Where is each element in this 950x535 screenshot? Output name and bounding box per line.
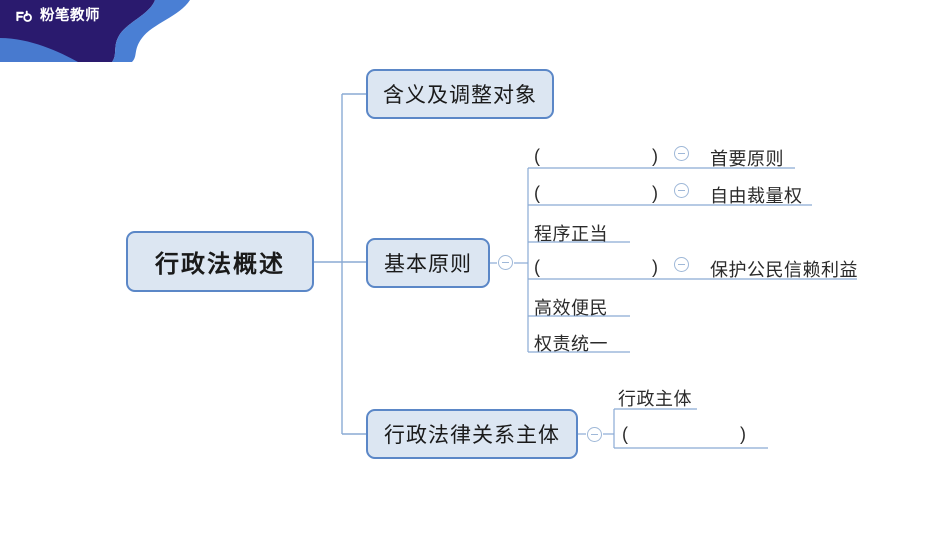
toggle-basic-principles[interactable]: [498, 255, 513, 270]
root-node-label: 行政法概述: [155, 251, 285, 278]
branch-node-basic-principles[interactable]: 基本原则: [366, 238, 490, 288]
leaf-blank-3-close: ): [652, 257, 658, 277]
brand-lockup: 粉笔教师: [14, 4, 100, 28]
branch-node-basic-principles-label: 基本原则: [384, 253, 472, 276]
leaf-due-process-label: 程序正当: [534, 224, 608, 244]
leaf-blank-2[interactable]: (): [534, 183, 658, 207]
toggle-sub-1[interactable]: [674, 146, 689, 161]
leaf-blank-4-open: (: [622, 424, 628, 444]
leaf-power-duty-unity[interactable]: 权责统一: [534, 330, 608, 359]
branch-node-legal-subject-label: 行政法律关系主体: [384, 424, 560, 447]
leaf-efficient-convenient[interactable]: 高效便民: [534, 294, 608, 323]
branch-node-meaning[interactable]: 含义及调整对象: [366, 69, 554, 119]
fb-logo-icon: [14, 7, 33, 26]
leaf-admin-subject[interactable]: 行政主体: [618, 389, 692, 409]
brand-name: 粉笔教师: [40, 7, 100, 24]
leaf-blank-1[interactable]: (): [534, 146, 658, 170]
leaf-blank-2-open: (: [534, 183, 540, 203]
leaf-blank-3-open: (: [534, 257, 540, 277]
sub-citizen-trust-interest[interactable]: 保护公民信赖利益: [710, 260, 858, 280]
leaf-blank-1-close: ): [652, 146, 658, 166]
leaf-blank-4-close: ): [740, 424, 746, 444]
leaf-due-process[interactable]: 程序正当: [534, 220, 608, 249]
leaf-blank-3[interactable]: (): [534, 257, 658, 281]
leaf-blank-2-close: ): [652, 183, 658, 203]
branch-node-legal-subject[interactable]: 行政法律关系主体: [366, 409, 578, 459]
root-node[interactable]: 行政法概述: [126, 231, 314, 292]
toggle-sub-2[interactable]: [674, 183, 689, 198]
leaf-power-duty-unity-label: 权责统一: [534, 334, 608, 354]
toggle-legal-subject[interactable]: [587, 427, 602, 442]
sub-discretionary-power[interactable]: 自由裁量权: [710, 186, 803, 206]
leaf-blank-4[interactable]: (): [622, 424, 746, 448]
leaf-efficient-convenient-label: 高效便民: [534, 298, 608, 318]
leaf-blank-1-open: (: [534, 146, 540, 166]
sub-primary-principle[interactable]: 首要原则: [710, 149, 784, 169]
toggle-sub-4[interactable]: [674, 257, 689, 272]
branch-node-meaning-label: 含义及调整对象: [383, 84, 537, 107]
